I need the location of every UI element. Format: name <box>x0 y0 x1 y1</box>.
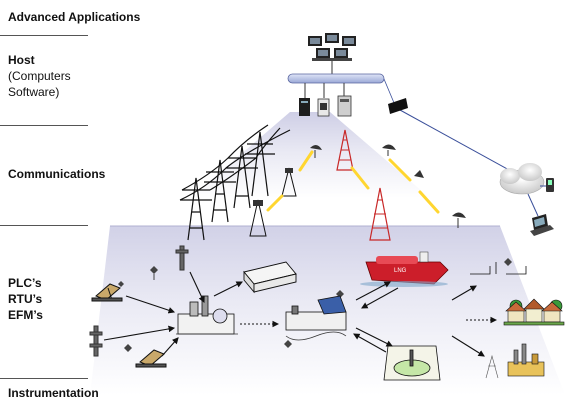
tier-divider-4 <box>0 378 88 379</box>
tier-divider-3 <box>0 225 88 226</box>
pump-jack-icon <box>91 283 167 368</box>
processing-plant-icon <box>176 295 238 335</box>
flow-arrows <box>103 271 498 357</box>
storage-tank-icon <box>243 261 297 294</box>
tier-divider-1 <box>0 35 88 36</box>
network-bus-icon <box>287 73 385 84</box>
signal-beams <box>266 150 440 214</box>
host-computers-label: (Computers <box>8 69 71 83</box>
host-software-label: Software) <box>8 85 60 99</box>
communications-label: Communications <box>8 167 106 181</box>
lng-ship-icon: LNG <box>360 251 449 287</box>
router-icon <box>388 98 408 114</box>
computers-icon <box>308 33 356 61</box>
server-icon <box>299 95 352 117</box>
satellite-dish-icon <box>310 144 466 228</box>
terminal-outflow <box>470 262 527 275</box>
ship-name-label: LNG <box>394 268 407 274</box>
laptop-icon <box>530 214 554 236</box>
houses-icon <box>503 298 565 326</box>
handheld-icon <box>546 178 554 192</box>
industry-icon <box>485 343 545 379</box>
transmission-tower-icon <box>179 124 291 241</box>
compressor-station-icon <box>285 295 347 341</box>
host-label: Host <box>8 53 35 67</box>
instrumentation-label: Instrumentation <box>8 386 99 400</box>
advanced-applications-label: Advanced Applications <box>8 10 141 24</box>
rtu-label: RTU’s <box>8 292 43 306</box>
cloud-icon <box>499 163 545 195</box>
efm-label: EFM’s <box>8 308 43 322</box>
radio-mast-icon <box>249 129 391 241</box>
tier-divider-2 <box>0 125 88 126</box>
plc-label: PLC’s <box>8 276 42 290</box>
flow-meter-icon <box>118 258 512 352</box>
underground-storage-icon <box>383 345 441 381</box>
wellhead-icon <box>89 245 189 357</box>
